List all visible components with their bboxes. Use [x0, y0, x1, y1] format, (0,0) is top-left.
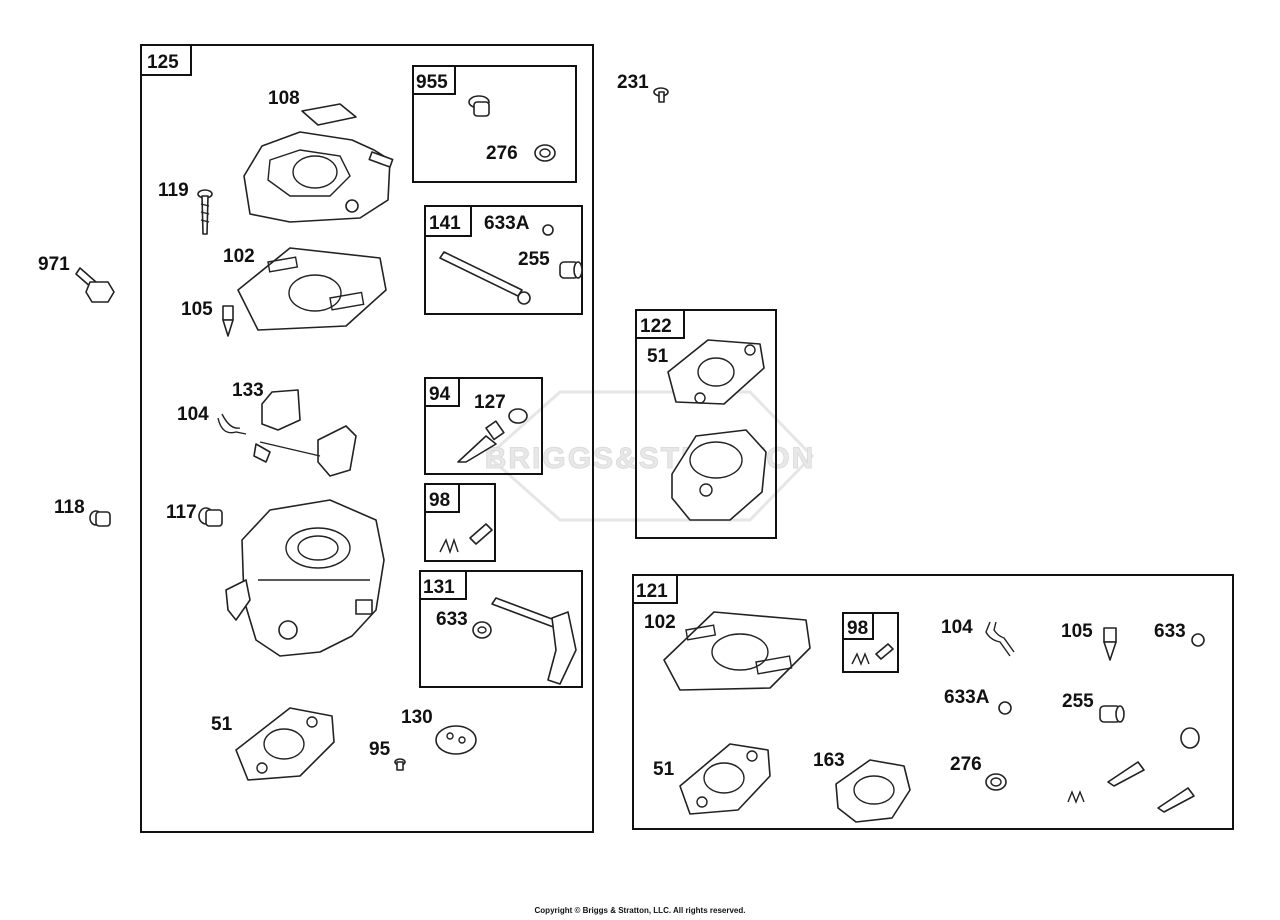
- part-102-gasket-kit[interactable]: [663, 611, 811, 691]
- part-633A-washer[interactable]: [542, 224, 554, 236]
- label-104-kit[interactable]: 104: [941, 617, 973, 638]
- group-label-125[interactable]: 125: [147, 52, 179, 73]
- label-633A-top[interactable]: 633A: [484, 213, 530, 234]
- part-633A-washer-kit[interactable]: [998, 701, 1012, 715]
- group-label-131[interactable]: 131: [423, 577, 455, 598]
- label-119[interactable]: 119: [158, 180, 189, 201]
- group-label-98[interactable]: 98: [429, 490, 450, 511]
- label-163[interactable]: 163: [813, 750, 845, 771]
- part-98-screw[interactable]: [469, 523, 493, 545]
- copyright-notice: Copyright © Briggs & Stratton, LLC. All …: [534, 906, 746, 915]
- part-carburetor-main-body[interactable]: [225, 499, 385, 657]
- part-needle-kit-upper[interactable]: [1107, 761, 1145, 787]
- group-tag-98: [424, 483, 460, 513]
- group-label-94[interactable]: 94: [429, 384, 451, 405]
- part-118-fitting[interactable]: [89, 510, 111, 527]
- label-104-top[interactable]: 104: [177, 404, 209, 425]
- part-94-needle[interactable]: [457, 420, 505, 463]
- part-130-plate[interactable]: [435, 725, 477, 755]
- part-spring-kit[interactable]: [1067, 790, 1085, 804]
- group-label-98-kit[interactable]: 98: [847, 618, 868, 639]
- part-104-pin[interactable]: [217, 413, 247, 435]
- part-needle-kit-lower[interactable]: [1157, 787, 1195, 813]
- label-276-top[interactable]: 276: [486, 143, 518, 164]
- group-label-121[interactable]: 121: [636, 581, 668, 602]
- label-51-box122[interactable]: 51: [647, 346, 669, 367]
- part-276-washer-kit[interactable]: [985, 773, 1007, 791]
- part-133-float[interactable]: [253, 389, 357, 477]
- label-255-kit[interactable]: 255: [1062, 691, 1094, 712]
- part-131-shaft[interactable]: [491, 597, 577, 685]
- label-118[interactable]: 118: [54, 497, 85, 518]
- part-633-washer-box131[interactable]: [472, 621, 492, 639]
- label-108[interactable]: 108: [268, 88, 300, 109]
- part-163-gasket-kit[interactable]: [835, 759, 911, 823]
- part-95-screw[interactable]: [394, 758, 406, 771]
- part-105-needle[interactable]: [222, 305, 234, 337]
- part-231-screw[interactable]: [653, 87, 669, 103]
- part-117-fitting[interactable]: [198, 507, 223, 527]
- group-tag-141: [424, 205, 472, 237]
- label-117[interactable]: 117: [166, 502, 197, 523]
- label-102-kit[interactable]: 102: [644, 612, 676, 633]
- group-tag-98-kit: [842, 612, 874, 640]
- label-633A-kit[interactable]: 633A: [944, 687, 990, 708]
- group-label-955[interactable]: 955: [416, 72, 448, 93]
- label-105-kit[interactable]: 105: [1061, 621, 1093, 642]
- label-133[interactable]: 133: [232, 380, 264, 401]
- part-51-gasket-kit[interactable]: [679, 743, 771, 815]
- part-105-needle-kit[interactable]: [1103, 627, 1117, 661]
- group-tag-121: [632, 574, 678, 604]
- label-276-kit[interactable]: 276: [950, 754, 982, 775]
- part-255-bushing-kit[interactable]: [1099, 705, 1125, 723]
- group-tag-955: [412, 65, 456, 95]
- part-spacer-box122[interactable]: [671, 429, 767, 521]
- group-tag-125: [140, 44, 192, 76]
- group-label-141[interactable]: 141: [429, 213, 461, 234]
- label-102-top[interactable]: 102: [223, 246, 255, 267]
- label-127[interactable]: 127: [474, 392, 506, 413]
- part-127-oring[interactable]: [508, 408, 528, 424]
- label-255-top[interactable]: 255: [518, 249, 550, 270]
- part-104-pin-kit[interactable]: [985, 621, 1015, 657]
- part-fitting-kit[interactable]: [1180, 727, 1200, 749]
- group-tag-122: [635, 309, 685, 339]
- label-130[interactable]: 130: [401, 707, 433, 728]
- part-971-bolt[interactable]: [75, 267, 115, 303]
- group-box-141: [424, 205, 583, 315]
- group-box-121: [632, 574, 1234, 830]
- label-105-top[interactable]: 105: [181, 299, 213, 320]
- part-276-washer-top[interactable]: [534, 144, 556, 162]
- part-108-gasket[interactable]: [301, 103, 357, 126]
- part-141-shaft[interactable]: [439, 251, 531, 305]
- part-98-spring-kit[interactable]: [851, 652, 870, 666]
- label-231[interactable]: 231: [617, 72, 649, 93]
- label-51-kit[interactable]: 51: [653, 759, 675, 780]
- part-119-screw[interactable]: [197, 189, 213, 235]
- group-tag-94: [424, 377, 460, 407]
- label-633-box131[interactable]: 633: [436, 609, 468, 630]
- part-51-gasket-bottom[interactable]: [235, 707, 335, 781]
- label-95[interactable]: 95: [369, 739, 391, 760]
- group-box-125: [140, 44, 594, 833]
- part-98-screw-kit[interactable]: [875, 643, 894, 660]
- group-box-122: [635, 309, 777, 539]
- part-955-plug[interactable]: [468, 95, 490, 117]
- group-tag-131: [419, 570, 467, 600]
- group-label-122[interactable]: 122: [640, 316, 672, 337]
- part-51-gasket-box122[interactable]: [667, 339, 765, 405]
- label-633-kit[interactable]: 633: [1154, 621, 1186, 642]
- part-255-bushing[interactable]: [559, 261, 583, 279]
- label-51-bottom[interactable]: 51: [211, 714, 233, 735]
- part-98-spring[interactable]: [439, 537, 459, 555]
- group-box-131: [419, 570, 583, 688]
- part-carburetor-upper-body[interactable]: [243, 131, 394, 223]
- group-box-955: [412, 65, 577, 183]
- part-633-washer-kit[interactable]: [1191, 633, 1205, 647]
- label-971[interactable]: 971: [38, 254, 70, 275]
- group-box-94: [424, 377, 543, 475]
- part-102-gasket[interactable]: [237, 247, 387, 331]
